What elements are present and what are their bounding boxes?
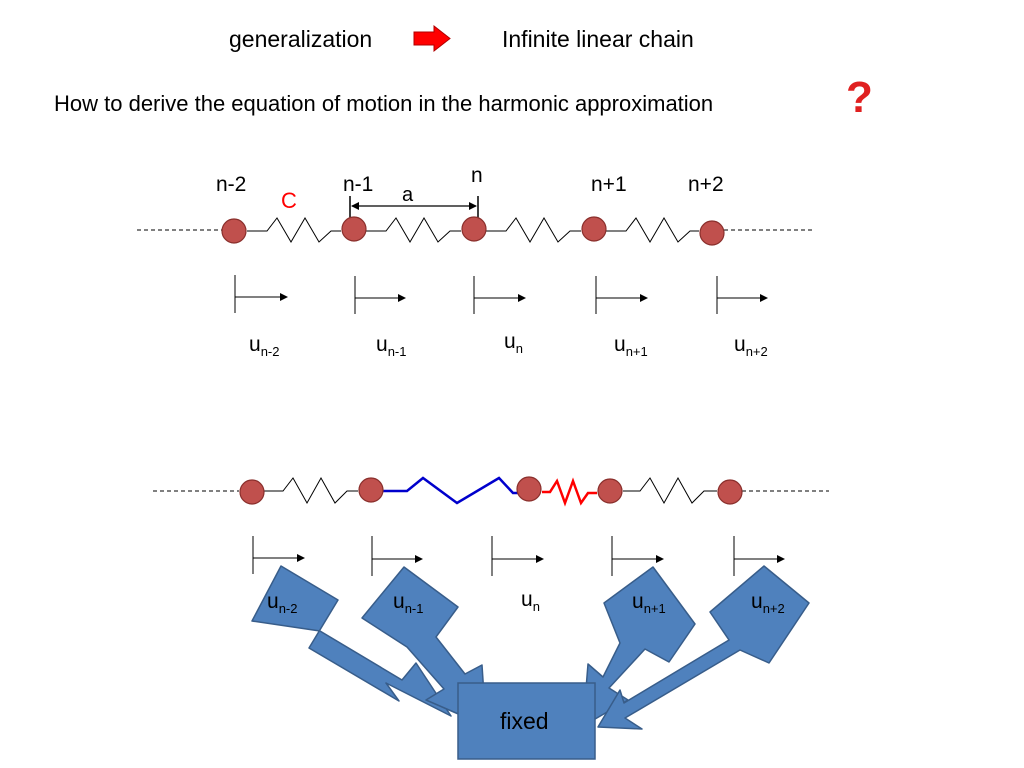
atom-2-n-1 (358, 477, 384, 503)
disp-label-u-n+2: un+2 (734, 333, 768, 359)
site-label-n+1: n+1 (591, 173, 627, 196)
atom-n-1 (341, 216, 367, 242)
callout-label-u-n+1: un+1 (632, 590, 666, 616)
fixed-box (457, 682, 596, 760)
spring-blue-highlight (371, 476, 531, 505)
spring-6 (623, 476, 717, 505)
spring-5 (264, 476, 358, 505)
callouts (251, 565, 810, 760)
site-label-n-2: n-2 (216, 173, 247, 196)
chain-1-displacement-arrows (234, 275, 768, 314)
atom-2-n+1 (597, 478, 623, 504)
atom-2-n-2 (239, 479, 265, 505)
spring-3 (486, 217, 581, 243)
spring-2 (366, 217, 461, 243)
atom-n+1 (581, 216, 607, 242)
atom-n-2 (221, 218, 247, 244)
callout-n-2 (251, 565, 452, 717)
disp-label-u-n: un (504, 330, 523, 356)
callout-label-u-n-1: un-1 (393, 590, 424, 616)
generalization-arrow-icon (413, 24, 451, 53)
infinite-chain-label: Infinite linear chain (502, 26, 694, 52)
chain-1 (137, 196, 812, 246)
atom-n+2 (699, 220, 725, 246)
atom-n (461, 216, 487, 242)
callout-n+2 (597, 565, 810, 730)
site-label-n+2: n+2 (688, 173, 724, 196)
spring-constant-label: C (281, 188, 297, 213)
chain-2 (153, 476, 829, 507)
spring-red-highlight (542, 477, 597, 507)
question-text: How to derive the equation of motion in … (54, 91, 714, 116)
lattice-spacing-label: a (402, 184, 414, 206)
chain-2-displacement-arrows (252, 536, 785, 576)
site-label-n-1: n-1 (343, 173, 374, 196)
spring-4 (606, 217, 699, 243)
atom-2-n (516, 476, 542, 502)
fixed-label: fixed (500, 708, 549, 734)
disp-label-u-n-1: un-1 (376, 333, 407, 359)
question-mark-icon: ? (846, 73, 873, 122)
atom-2-n+2 (717, 479, 743, 505)
generalization-label: generalization (229, 26, 373, 52)
label-u-n: un (521, 588, 540, 614)
spring-1 (247, 217, 341, 243)
callout-label-u-n-2: un-2 (267, 590, 298, 616)
disp-label-u-n-2: un-2 (249, 333, 280, 359)
site-label-n: n (471, 164, 483, 187)
callout-label-u-n+2: un+2 (751, 590, 785, 616)
disp-label-u-n+1: un+1 (614, 333, 648, 359)
